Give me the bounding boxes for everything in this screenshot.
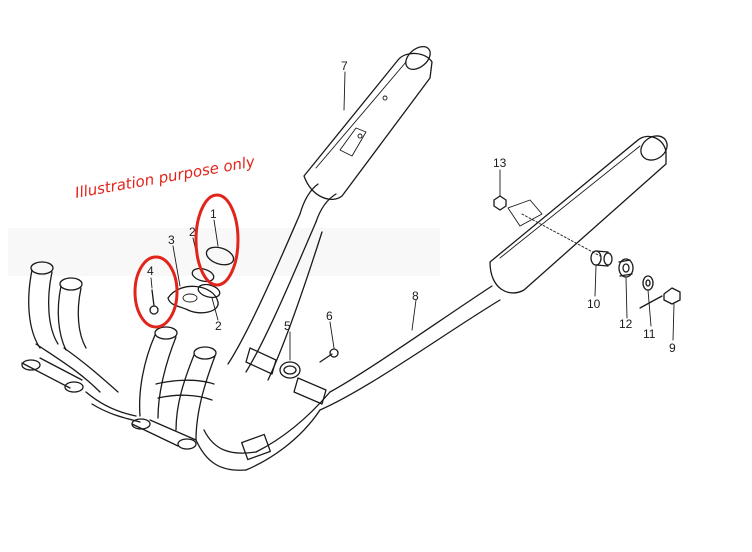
bolt-6 — [319, 348, 339, 363]
callout-11: 10 — [587, 297, 601, 311]
muffler-7 — [303, 46, 433, 200]
gasket-2-upper — [191, 267, 215, 283]
illustration-note: Illustration purpose only — [74, 152, 258, 202]
highlight-circle-part-1 — [194, 193, 240, 287]
muffler-8 — [489, 135, 668, 294]
gasket-1 — [205, 246, 235, 266]
callout-2-upper: 2 — [189, 225, 196, 239]
clamp-5 — [279, 361, 301, 379]
callout-6: 6 — [326, 309, 333, 323]
collector-pipes — [227, 183, 501, 471]
bush-12 — [618, 258, 634, 278]
callout-8: 8 — [412, 289, 419, 303]
callout-1: 1 — [210, 207, 217, 221]
washer-10 — [642, 275, 654, 291]
gasket-2-lower — [197, 283, 221, 299]
callout-3: 3 — [168, 233, 175, 247]
callout-12: 12 — [619, 317, 633, 331]
sleeve-11 — [590, 250, 613, 267]
callout-5: 5 — [284, 319, 291, 333]
header-pipes-left — [21, 261, 141, 423]
highlight-circle-part-4 — [133, 255, 179, 329]
callout-13: 13 — [493, 156, 507, 170]
bolt-13 — [493, 195, 507, 211]
watermark-band — [8, 228, 440, 276]
callout-9: 9 — [669, 341, 676, 355]
leader-lines — [150, 71, 675, 361]
header-pipes-middle — [131, 326, 257, 471]
callout-4: 4 — [147, 264, 154, 278]
callout-2-lower: 2 — [215, 319, 222, 333]
callout-10: 11 — [643, 327, 656, 341]
callout-7: 7 — [341, 59, 348, 73]
bolt-4 — [149, 289, 159, 315]
bolt-9 — [639, 287, 681, 309]
